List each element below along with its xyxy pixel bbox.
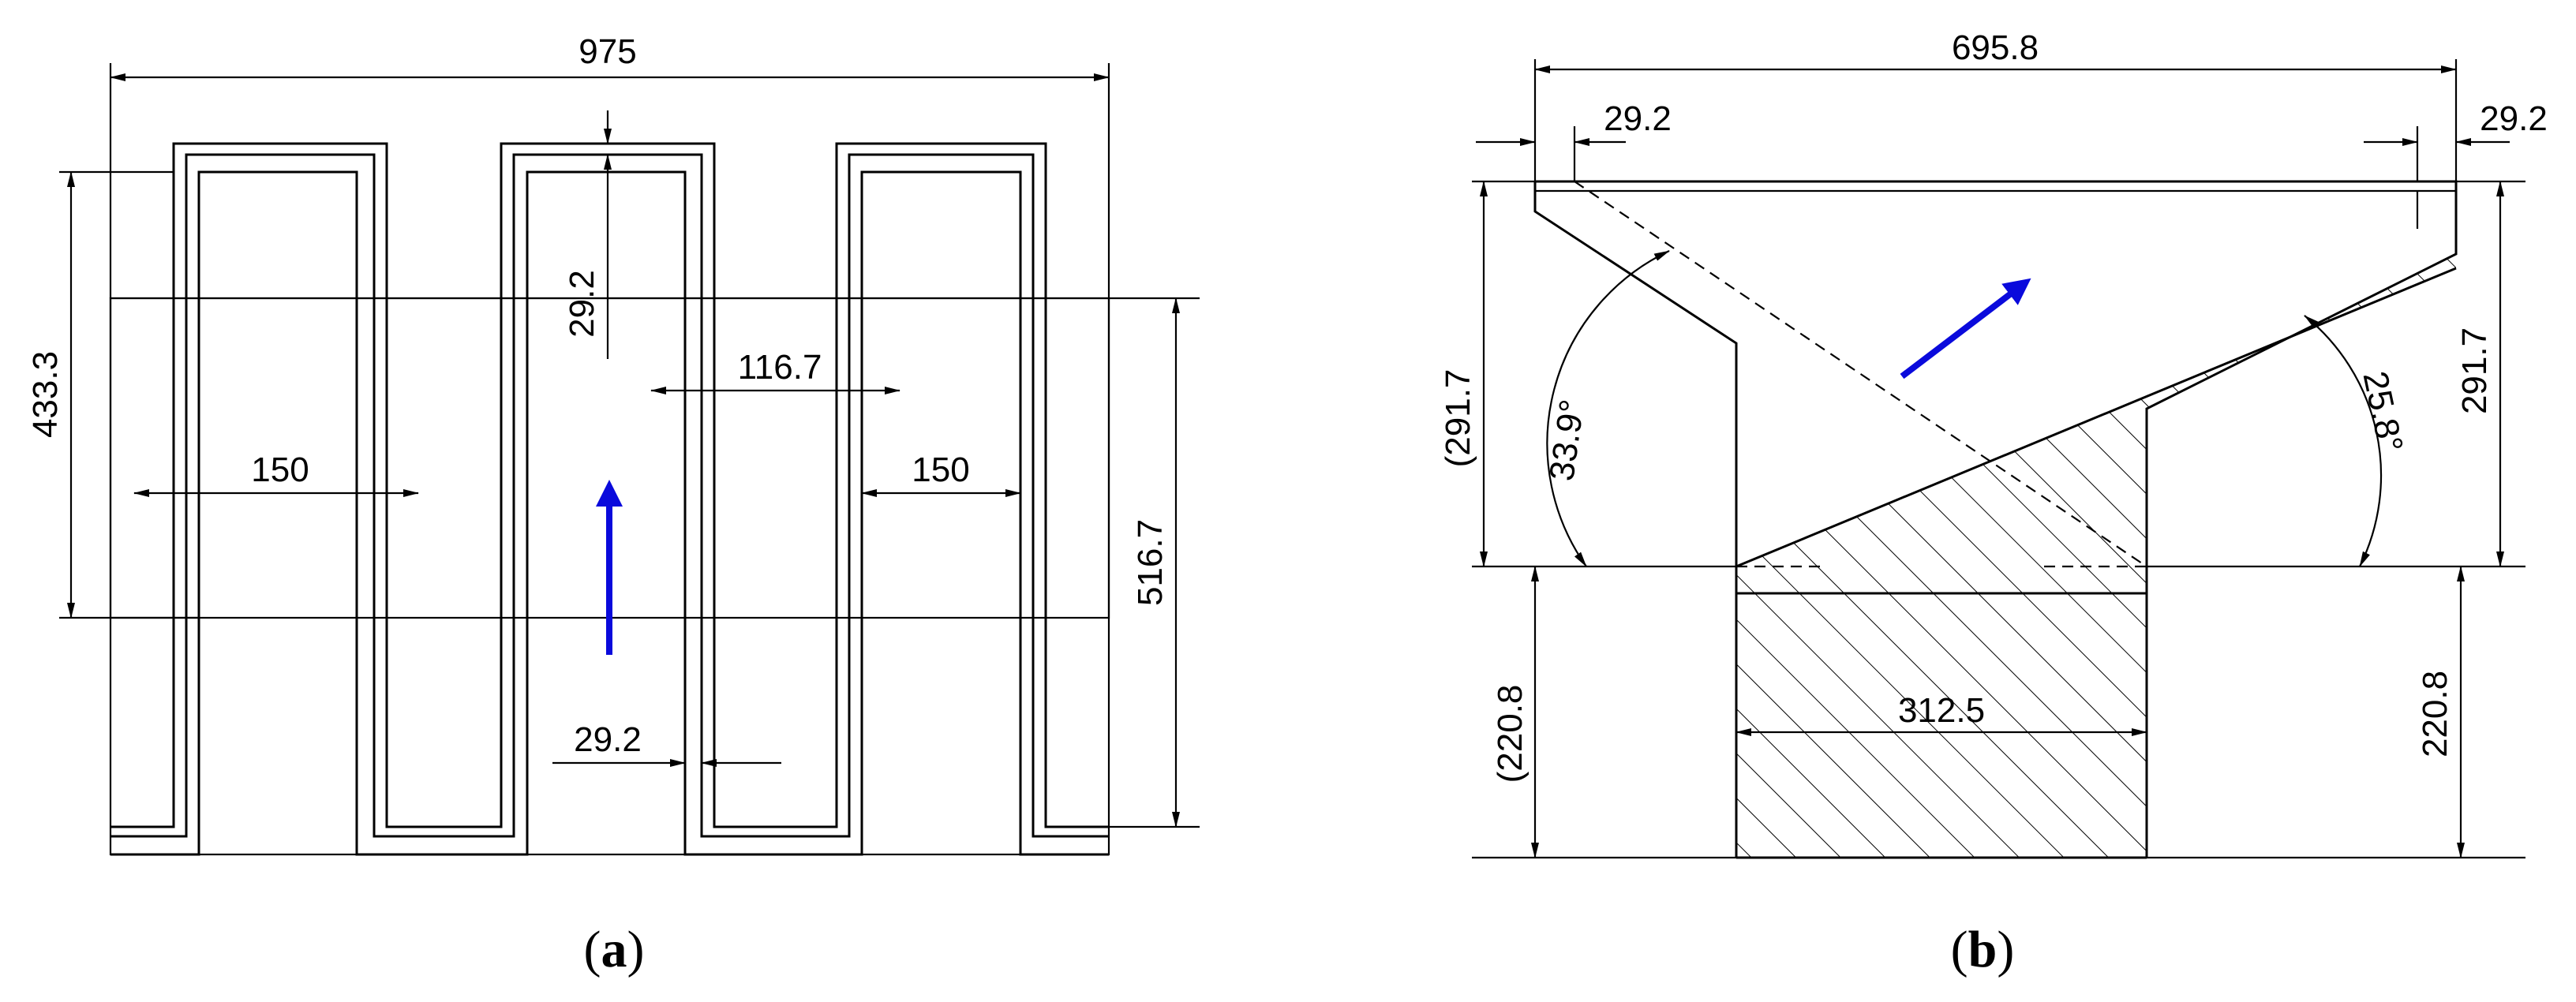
dim-b-left-offset: 29.2	[1604, 99, 1672, 138]
dim-b-left-base-height: (220.8	[1491, 685, 1530, 783]
figure-b-dimension-lines	[1476, 65, 2510, 858]
figure-a-extension-lines	[59, 63, 1200, 828]
dim-b-overall-width: 695.8	[1952, 28, 2039, 67]
dim-b-right-angle: 25.8°	[2355, 368, 2409, 455]
figure-b-dashed-lines	[1574, 181, 2147, 568]
dim-b-right-base-height: 220.8	[2416, 671, 2454, 757]
dim-overall-width: 975	[578, 32, 636, 71]
figure-b-hatched-section	[1736, 254, 2456, 858]
dim-frame-height: 433.3	[26, 351, 65, 438]
figure-b: 695.8 29.2 29.2 (291.7 291.7 33.9° 25.8°…	[1439, 28, 2548, 978]
dim-overall-height: 516.7	[1131, 519, 1170, 606]
dim-bottom-gap: 29.2	[574, 720, 642, 759]
dim-left-slot-width: 150	[251, 451, 309, 489]
figure-a-outer-frame	[109, 297, 1110, 856]
dim-b-base-width: 312.5	[1898, 691, 1985, 730]
dim-b-right-height: 291.7	[2455, 327, 2494, 414]
dim-top-gap: 29.2	[563, 270, 601, 338]
figure-a: 975 433.3 29.2 116.7 150 150 29.2 516.7 …	[26, 32, 1200, 978]
figure-a-caption: (a)	[584, 921, 645, 978]
dim-right-slot-width: 150	[912, 451, 969, 489]
dim-b-right-offset: 29.2	[2480, 99, 2548, 138]
figure-b-caption: (b)	[1951, 921, 2015, 978]
arrow-up-right-icon	[1900, 278, 2031, 379]
dim-b-left-height: (291.7	[1439, 369, 1477, 468]
dim-channel-width: 116.7	[738, 348, 822, 387]
figure-a-dimension-lines	[67, 73, 1180, 828]
dim-arc-left-angle	[1546, 250, 1670, 567]
dim-arc-right-angle	[2304, 315, 2383, 567]
